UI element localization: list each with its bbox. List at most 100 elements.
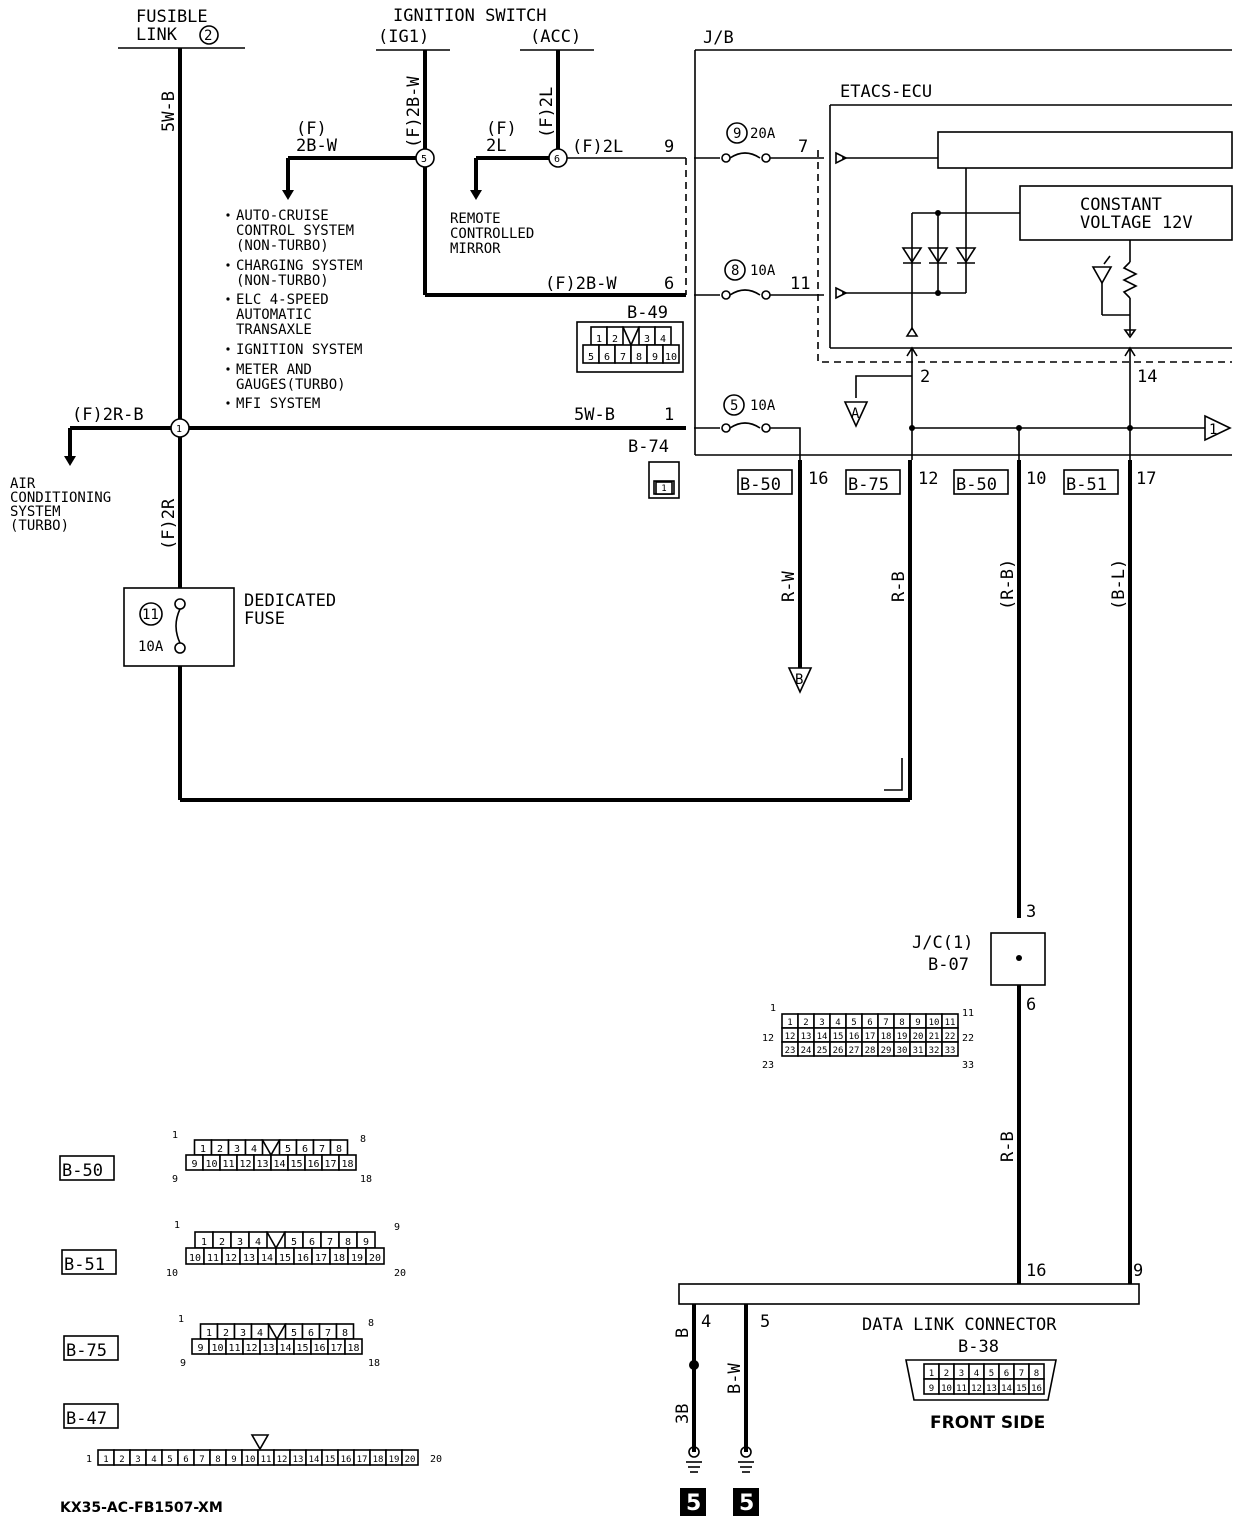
- b38-pin-label: 14: [1001, 1384, 1012, 1394]
- svg-text:10A: 10A: [138, 639, 164, 655]
- svg-text:5: 5: [739, 1491, 754, 1516]
- b75-pin-label: 16: [313, 1343, 325, 1354]
- ground-symbol-2: 5: [733, 1446, 759, 1516]
- b51-pin-label: 6: [309, 1237, 315, 1248]
- b75-pin-label: 5: [291, 1328, 297, 1339]
- svg-text:5: 5: [686, 1491, 701, 1516]
- svg-text:(B-L): (B-L): [1109, 559, 1129, 610]
- tag-b75: B-75: [845, 469, 901, 495]
- b07-pin-label: 24: [801, 1046, 812, 1056]
- svg-text:DEDICATED: DEDICATED: [244, 591, 336, 611]
- fusible-link-label: FUSIBLE LINK 2: [118, 7, 245, 49]
- svg-text:11: 11: [790, 274, 810, 294]
- b51-pin-label: 13: [243, 1253, 255, 1264]
- pin-end-label: 23: [762, 1060, 774, 1071]
- b38-pin-label: 15: [1016, 1384, 1027, 1394]
- b50-pin-label: 7: [319, 1144, 325, 1155]
- b50-pin-label: 17: [324, 1159, 336, 1170]
- b47-pin-label: 7: [199, 1455, 204, 1465]
- b07-pin-label: 22: [945, 1032, 956, 1042]
- pin-end-label: 11: [962, 1008, 974, 1019]
- b07-pin-label: 8: [899, 1018, 904, 1028]
- b47-pin-label: 19: [389, 1455, 400, 1465]
- b38-pin-label: 2: [944, 1369, 949, 1379]
- svg-text:11: 11: [142, 607, 159, 623]
- bullet: [226, 263, 230, 267]
- svg-text:3: 3: [1026, 902, 1036, 922]
- b07-pin-label: 27: [849, 1046, 860, 1056]
- b50-pin-label: 18: [341, 1159, 353, 1170]
- svg-text:B-07: B-07: [928, 955, 969, 975]
- b49-pin-label: 1: [596, 334, 602, 345]
- pin-end-label: 1: [174, 1220, 180, 1231]
- svg-text:(F)2B-W: (F)2B-W: [404, 76, 424, 148]
- legend-b50: B-50: [59, 1155, 115, 1181]
- svg-text:B-47: B-47: [66, 1409, 107, 1429]
- b51-pin-label: 16: [297, 1253, 309, 1264]
- svg-text:(IG1): (IG1): [378, 27, 429, 47]
- b50-pin-label: 16: [307, 1159, 319, 1170]
- svg-text:B-74: B-74: [628, 437, 669, 457]
- key-notch: [267, 1323, 287, 1341]
- b51-pin-label: 19: [351, 1253, 363, 1264]
- svg-text:10: 10: [1026, 469, 1046, 489]
- system-item-label: AUTO-CRUISE: [236, 208, 329, 224]
- pin-end-label: 8: [368, 1318, 374, 1329]
- junction-block: J/B: [694, 28, 1232, 456]
- system-item-label: ELC 4-SPEED: [236, 292, 329, 308]
- legend-b51: B-51: [61, 1249, 117, 1275]
- b47-pin-label: 20: [405, 1455, 416, 1465]
- b75-pin-label: 12: [245, 1343, 257, 1354]
- svg-text:6: 6: [664, 274, 674, 294]
- b07-pin: [941, 1041, 959, 1057]
- b49-pin-label: 9: [652, 352, 658, 363]
- svg-text:A: A: [851, 406, 860, 422]
- joint-connector-b07: J/C(1) B-07 3 6: [912, 902, 1046, 1015]
- svg-text:6: 6: [554, 154, 560, 165]
- system-item-label: (NON-TURBO): [236, 273, 329, 289]
- b47-pin-label: 9: [231, 1455, 236, 1465]
- pin-end-label: 9: [172, 1174, 178, 1185]
- b75-pin-label: 15: [296, 1343, 308, 1354]
- b07-pin-label: 2: [803, 1018, 808, 1028]
- svg-text:B-49: B-49: [627, 303, 668, 323]
- svg-text:9: 9: [733, 126, 741, 142]
- b07-pin-label: 11: [945, 1018, 956, 1028]
- b51-pin-label: 8: [345, 1237, 351, 1248]
- b50-pin-label: 9: [191, 1159, 197, 1170]
- pin-end-label: 1: [770, 1003, 776, 1014]
- bullet: [226, 213, 230, 217]
- b50-pin-label: 11: [222, 1159, 234, 1170]
- b51-pin: [365, 1247, 385, 1265]
- fuse-8: 8 10A 11: [694, 259, 824, 300]
- svg-text:8: 8: [731, 263, 739, 279]
- b74-pin: [655, 481, 673, 495]
- system-item-label: (NON-TURBO): [236, 238, 329, 254]
- b07-pin-label: 20: [913, 1032, 924, 1042]
- key-notch: [265, 1231, 287, 1250]
- b07-pin-label: 5: [851, 1018, 856, 1028]
- key-notch: [621, 326, 641, 347]
- b75-pin-label: 18: [347, 1343, 359, 1354]
- bullet: [226, 347, 230, 351]
- b49-pin-label: 2: [612, 334, 618, 345]
- key-notch: [261, 1139, 281, 1157]
- b51-pin-label: 15: [279, 1253, 291, 1264]
- b49-pin-label: 4: [660, 334, 666, 345]
- b50-pin-label: 13: [256, 1159, 268, 1170]
- b51-pin-label: 7: [327, 1237, 333, 1248]
- legend-b75: B-75: [63, 1335, 119, 1361]
- b50-pin-label: 6: [302, 1144, 308, 1155]
- svg-text:VOLTAGE 12V: VOLTAGE 12V: [1080, 213, 1193, 233]
- b07-pin-label: 12: [785, 1032, 796, 1042]
- svg-text:1: 1: [176, 424, 182, 435]
- b07-pin-label: 6: [867, 1018, 872, 1028]
- b47-pin-label: 17: [357, 1455, 368, 1465]
- b47-pin: [401, 1449, 419, 1466]
- data-link-connector: 16 9 4 5 DATA LINK CONNECTOR B-38 FRONT …: [678, 1261, 1143, 1433]
- b49-pin-label: 10: [665, 352, 677, 363]
- svg-text:ETACS-ECU: ETACS-ECU: [840, 82, 932, 102]
- system-item-label: CONTROL SYSTEM: [236, 223, 354, 239]
- system-item-label: AUTOMATIC: [236, 307, 312, 323]
- svg-text:CONTROLLED: CONTROLLED: [450, 226, 534, 242]
